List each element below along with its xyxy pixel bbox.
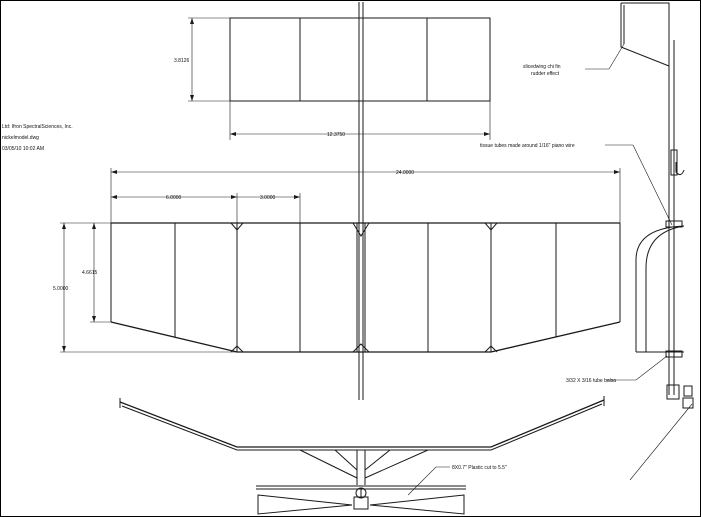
note-rudder: slicedwing chi fin rudder effect bbox=[523, 64, 562, 77]
stabilizer-outline bbox=[229, 17, 491, 102]
note-tube-balsa: 3/32 X 3/16 tube balsa bbox=[566, 378, 616, 384]
title-date: 03/05/10 10:02 AM bbox=[2, 146, 44, 152]
note-tissue-tubes: tissue tubes made around 1/16" piano wir… bbox=[480, 143, 575, 149]
title-filename: nickelmodel.dwg bbox=[2, 135, 39, 141]
dim-wing-span: 24.0000 bbox=[396, 170, 414, 176]
dim-stab-height: 3.8126 bbox=[174, 58, 190, 64]
dim-stab-span: 12.3750 bbox=[327, 132, 345, 138]
dim-wing-tip-chord: 4.6615 bbox=[82, 270, 98, 276]
wing-top-view bbox=[60, 168, 621, 353]
dim-wing-tip-span: 6.0000 bbox=[166, 195, 182, 201]
side-view bbox=[585, 2, 694, 481]
stabilizer-top-view bbox=[188, 17, 491, 140]
dim-wing-mid-span: 3.0000 bbox=[260, 195, 276, 201]
front-view bbox=[119, 396, 605, 515]
dim-wing-chord: 5.0000 bbox=[53, 286, 69, 292]
title-company: Ltd: Ifron SpectralSciences, Inc. bbox=[2, 124, 73, 130]
note-prop: 8X0.7" Plastic cut to 5.5" bbox=[452, 465, 507, 471]
motor-stick-top bbox=[358, 2, 364, 400]
